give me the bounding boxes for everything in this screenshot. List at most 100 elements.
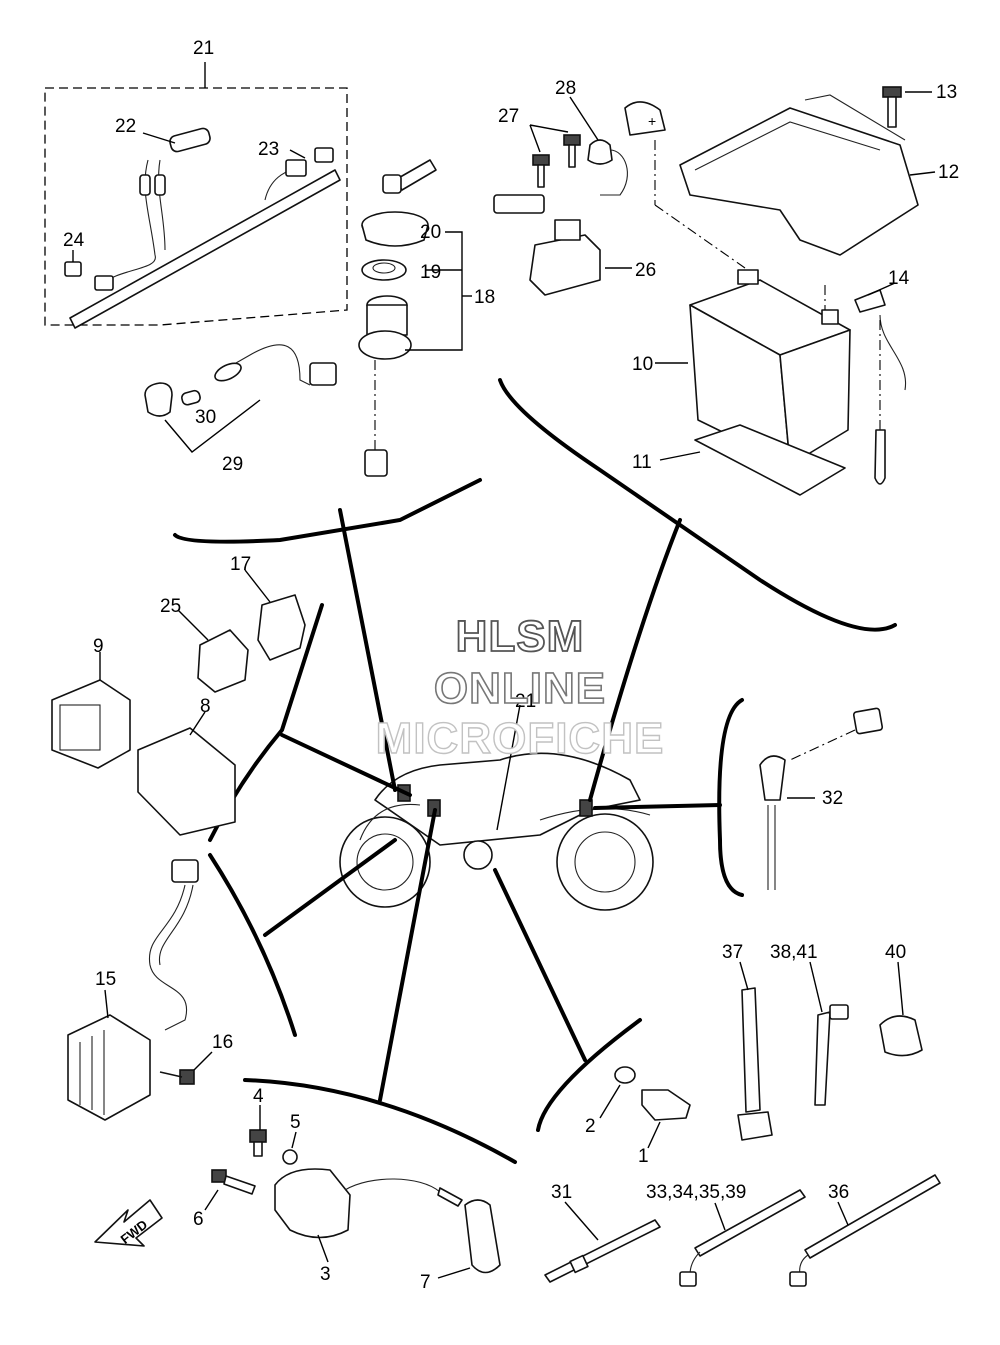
connector-cap-23: [314, 147, 334, 163]
connector-cap-23a: [285, 159, 307, 177]
rectifier-regulator-15: [67, 1014, 151, 1121]
clip-26: [493, 194, 545, 214]
main-switch-body: [366, 304, 408, 336]
callout-28: 28: [555, 78, 576, 99]
callout-6: 6: [193, 1209, 204, 1230]
cable-tie-37: [741, 987, 761, 1113]
battery-box-12: [679, 107, 919, 256]
harness-connector-22: [169, 127, 211, 153]
relay-25: [197, 629, 249, 693]
callout-25: 25: [160, 596, 181, 617]
callout-32: 32: [822, 788, 843, 809]
watermark-online: ONLINE: [433, 663, 607, 714]
plus-mark: +: [648, 113, 656, 129]
battery-side: [779, 329, 851, 466]
gasket-2: [614, 1066, 636, 1084]
battery-group: +: [493, 86, 936, 496]
sensor-connector: [852, 707, 884, 735]
callout-38-41: 38,41: [770, 942, 818, 963]
relay-unit-9: [51, 679, 131, 769]
ignition-coil-3: [274, 1168, 351, 1239]
cap-connector: [309, 362, 337, 386]
ignition-coil-group: [204, 1105, 501, 1279]
callout-10: 10: [632, 354, 653, 375]
watermark-hlsm: HLSM: [455, 611, 585, 662]
battery-mat: [694, 424, 846, 496]
spark-plug-cap-7: [464, 1199, 501, 1274]
cable-tie-31: [544, 1219, 661, 1283]
connector-cap-24: [64, 261, 82, 277]
rectifier-group: [67, 859, 213, 1121]
group-leaders: [173, 378, 897, 1164]
vehicle-overview: [339, 704, 654, 911]
starter-relay-26: [529, 234, 601, 296]
washer-5: [282, 1149, 298, 1165]
callout-37: 37: [722, 942, 743, 963]
callout-26: 26: [635, 260, 656, 281]
callout-33-34-35-39: 33,34,35,39: [646, 1182, 746, 1203]
relay-17: [257, 594, 306, 661]
callout-29: 29: [222, 454, 243, 475]
rear-wheel: [556, 813, 654, 911]
callout-9: 9: [93, 636, 104, 657]
battery-terminal-neg: [737, 269, 759, 285]
callout-14: 14: [888, 268, 910, 289]
kit-dashed-frame: [44, 87, 348, 326]
bolt-13: [882, 86, 902, 98]
cdi-relay-group: [51, 569, 306, 836]
band-38: [814, 1011, 831, 1106]
callout-12: 12: [938, 162, 959, 183]
bolt-16: [179, 1069, 195, 1085]
switch-nut: [361, 259, 407, 281]
sensor-32: [759, 755, 786, 801]
callout-7: 7: [420, 1272, 431, 1293]
battery-lead-14: [854, 289, 886, 313]
bolt-27a: [532, 154, 550, 166]
callout-13: 13: [936, 82, 957, 103]
battery-terminal-pos: [821, 309, 839, 325]
callout-21: 21: [193, 38, 214, 59]
callout-3: 3: [320, 1264, 331, 1285]
callout-24: 24: [63, 230, 85, 251]
switch-connector: [364, 449, 388, 477]
battery-location: [579, 799, 593, 817]
watermark-microfiche: MICROFICHE: [375, 713, 665, 763]
cap-30: [181, 389, 201, 406]
callout-40: 40: [885, 942, 906, 963]
callout-16: 16: [212, 1032, 233, 1053]
callout-1: 1: [638, 1146, 649, 1167]
callout-30: 30: [195, 407, 216, 428]
callout-23: 23: [258, 139, 279, 160]
plus-terminal-cap: [624, 101, 666, 136]
sub-harness-kit: [44, 62, 348, 329]
neutral-switch-1: [641, 1089, 691, 1121]
front-wheel: [339, 816, 431, 908]
cdi-unit-8: [137, 727, 236, 836]
fwd-direction-arrow: FWD: [94, 1199, 163, 1247]
callout-27: 27: [498, 106, 519, 127]
bolt-27b: [563, 134, 581, 146]
clamp-40: [879, 1015, 923, 1057]
callout-19: 19: [420, 262, 441, 283]
rectifier-connector: [171, 859, 199, 883]
callout-22: 22: [115, 116, 136, 137]
vehicle-body: [374, 752, 641, 846]
bolt-4: [249, 1129, 267, 1143]
callout-2: 2: [585, 1116, 596, 1137]
callout-31: 31: [551, 1182, 572, 1203]
callout-20: 20: [420, 222, 441, 243]
terminal-cover-28: [587, 139, 613, 165]
callout-8: 8: [200, 696, 211, 717]
band-36: [804, 1174, 941, 1259]
switch-group: [599, 707, 884, 1149]
callout-17: 17: [230, 554, 251, 575]
callout-21-vehicle: 21: [515, 691, 536, 712]
callout-5: 5: [290, 1112, 301, 1133]
sub-harness-tube: [69, 169, 341, 329]
main-switch-group: [144, 159, 472, 477]
callout-36: 36: [828, 1182, 849, 1203]
callout-18: 18: [474, 287, 495, 308]
cap-29: [144, 382, 173, 417]
engine: [463, 840, 493, 870]
